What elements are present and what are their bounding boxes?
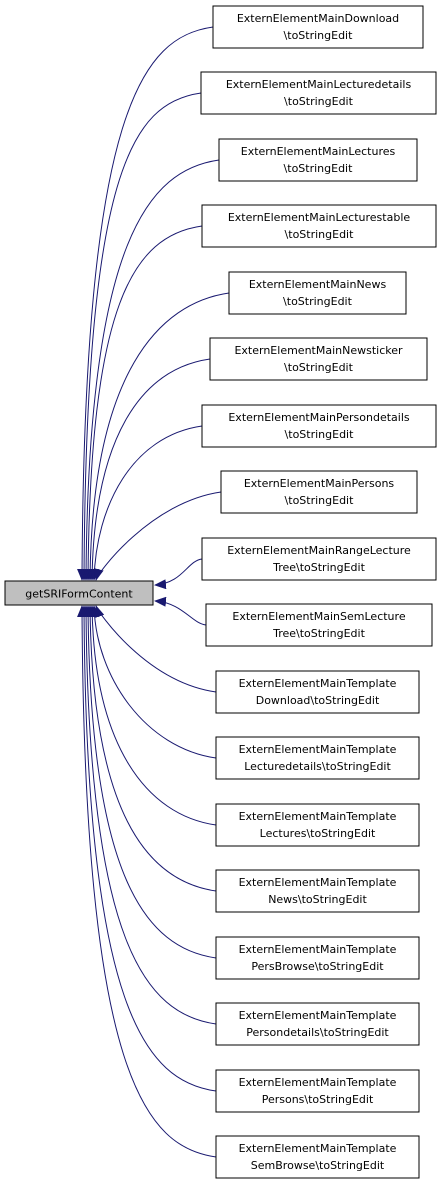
caller-node-box [215,1002,420,1046]
root-node-box [4,580,154,606]
caller-node-method: Persondetails\toStringEdit [246,1026,389,1039]
caller-node-method: Persons\toStringEdit [262,1093,374,1106]
call-edge [77,26,214,581]
caller-node[interactable]: ExternElementMainTemplateLecturedetails\… [215,736,420,780]
call-edge [85,292,230,581]
caller-node-method: Lectures\toStringEdit [260,827,376,840]
caller-node-name: ExternElementMainTemplate [239,743,397,756]
caller-node-box [215,869,420,913]
caller-node-name: ExternElementMainTemplate [239,677,397,690]
call-edge [81,605,217,1025]
call-edge [154,558,203,590]
caller-node-method: \toStringEdit [285,228,355,241]
caller-node[interactable]: ExternElementMainNewsticker \toStringEdit [209,337,428,381]
call-edge [85,605,217,892]
call-edge [89,425,203,581]
caller-node-method: \toStringEdit [284,361,354,374]
caller-node-box [205,603,433,647]
caller-node-name: ExternElementMainTemplate [239,1076,397,1089]
caller-node-method: Tree\toStringEdit [272,561,365,574]
call-edge [154,596,207,626]
call-edge [94,605,217,693]
call-edge [77,605,217,1158]
caller-node[interactable]: ExternElementMainTemplatePersondetails\t… [215,1002,420,1046]
caller-node-method: Tree\toStringEdit [272,627,365,640]
caller-node-method: Download\toStringEdit [256,694,380,707]
caller-node-name: ExternElementMainRangeLecture [227,544,411,557]
caller-node-box [200,71,437,115]
root-node-label: getSRIFormContent [25,588,133,601]
caller-node[interactable]: ExternElementMainTemplateSemBrowse\toStr… [215,1135,420,1179]
caller-node-name: ExternElementMainSemLecture [232,610,405,623]
caller-node-method: \toStringEdit [285,428,355,441]
caller-node[interactable]: ExternElementMainTemplateNews\toStringEd… [215,869,420,913]
caller-node-box [212,5,424,49]
caller-node[interactable]: ExternElementMainTemplatePersons\toStrin… [215,1069,420,1113]
caller-node-name: ExternElementMainTemplate [239,876,397,889]
caller-node-box [215,936,420,980]
caller-node-box [215,736,420,780]
caller-node-method: \toStringEdit [284,95,354,108]
caller-node-box [201,204,437,248]
caller-node-name: ExternElementMainTemplate [239,1009,397,1022]
caller-node-method: PersBrowse\toStringEdit [251,960,384,973]
caller-node-name: ExternElementMainNewsticker [234,344,403,357]
call-edge [81,159,220,581]
call-edge [83,605,217,959]
caller-node-method: \toStringEdit [285,494,355,507]
caller-node-method: \toStringEdit [284,29,354,42]
caller-node-box [215,803,420,847]
caller-node[interactable]: ExternElementMainLectures \toStringEdit [218,138,418,182]
caller-node[interactable]: ExternElementMainLecturedetails \toString… [200,71,437,115]
caller-node[interactable]: ExternElementMainNews \toStringEdit [228,271,407,315]
caller-node[interactable]: ExternElementMainPersons \toStringEdit [220,470,418,514]
caller-node-method: Lecturedetails\toStringEdit [244,760,391,773]
caller-node-name: ExternElementMainNews [249,278,387,291]
caller-node-name: ExternElementMainPersondetails [228,411,410,424]
caller-node-box [201,404,437,448]
caller-node-box [215,1069,420,1113]
caller-node-name: ExternElementMainDownload [237,12,399,25]
caller-node-box [220,470,418,514]
caller-node-method: SemBrowse\toStringEdit [251,1159,385,1172]
caller-node[interactable]: ExternElementMainTemplateDownload\toStri… [215,670,420,714]
caller-node-name: ExternElementMainLecturedetails [226,78,412,91]
call-edge [83,225,203,581]
call-edge [79,605,217,1092]
caller-node-name: ExternElementMainTemplate [239,943,397,956]
caller-node-method: \toStringEdit [284,162,354,175]
call-edge [79,92,202,581]
caller-node-name: ExternElementMainLectures [241,145,396,158]
caller-node-name: ExternElementMainTemplate [239,810,397,823]
caller-node[interactable]: ExternElementMainTemplatePersBrowse\toSt… [215,936,420,980]
root-function-node[interactable]: getSRIFormContent [4,580,154,606]
caller-node[interactable]: ExternElementMainRangeLectureTree\toStri… [201,537,437,581]
call-edge [89,605,217,759]
caller-node-method: News\toStringEdit [268,893,367,906]
caller-node-box [201,537,437,581]
call-edge [87,605,217,826]
caller-node-box [218,138,418,182]
caller-node-box [215,1135,420,1179]
caller-node-box [228,271,407,315]
call-edge [93,491,222,581]
caller-node[interactable]: ExternElementMainTemplateLectures\toStri… [215,803,420,847]
call-edge [87,358,211,581]
caller-node[interactable]: ExternElementMainDownload \toStringEdit [212,5,424,49]
caller-node-name: ExternElementMainTemplate [239,1142,397,1155]
caller-node[interactable]: ExternElementMainLecturestable \toStringE… [201,204,437,248]
caller-node-box [209,337,428,381]
caller-node-name: ExternElementMainLecturestable [228,211,411,224]
caller-node-method: \toStringEdit [283,295,353,308]
caller-node-name: ExternElementMainPersons [244,477,395,490]
caller-node[interactable]: ExternElementMainSemLectureTree\toString… [205,603,433,647]
caller-node[interactable]: ExternElementMainPersondetails \toStringE… [201,404,437,448]
caller-node-box [215,670,420,714]
